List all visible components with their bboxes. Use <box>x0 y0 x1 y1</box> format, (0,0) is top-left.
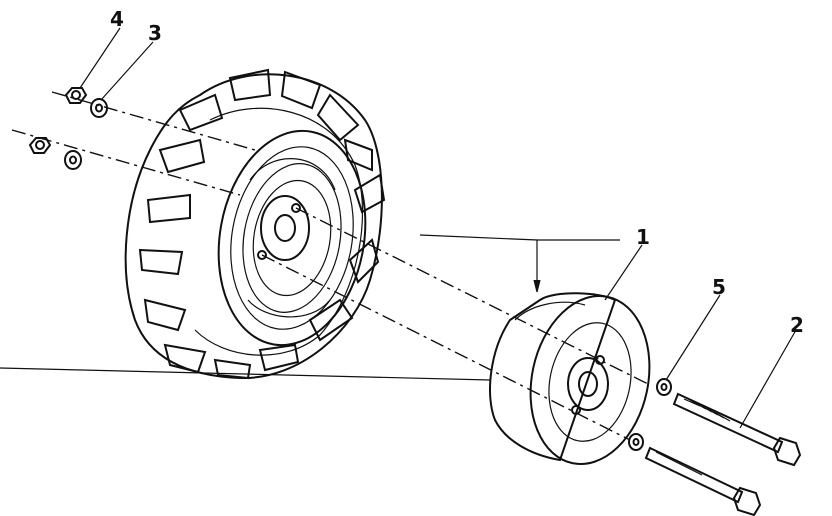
callout-1: 1 <box>636 225 650 249</box>
bolt-lower <box>644 446 762 516</box>
nut-lower <box>28 137 52 154</box>
leader-lines <box>79 27 797 429</box>
assembly-center-lines <box>11 91 651 441</box>
washer-right-upper <box>656 378 672 396</box>
baseline-line <box>0 367 491 381</box>
washer-right-lower <box>628 433 644 451</box>
washer-lower <box>64 150 82 170</box>
callout-4: 4 <box>110 7 124 31</box>
callout-3: 3 <box>148 21 162 45</box>
tire <box>124 68 386 380</box>
callout-2: 2 <box>790 313 804 337</box>
callout-5: 5 <box>712 275 726 299</box>
bolt-upper <box>672 392 802 467</box>
nut-upper <box>64 87 88 104</box>
washer-upper <box>90 98 108 118</box>
wheel-hub <box>257 195 310 261</box>
wheel-weight <box>489 292 651 466</box>
rim <box>217 129 367 347</box>
